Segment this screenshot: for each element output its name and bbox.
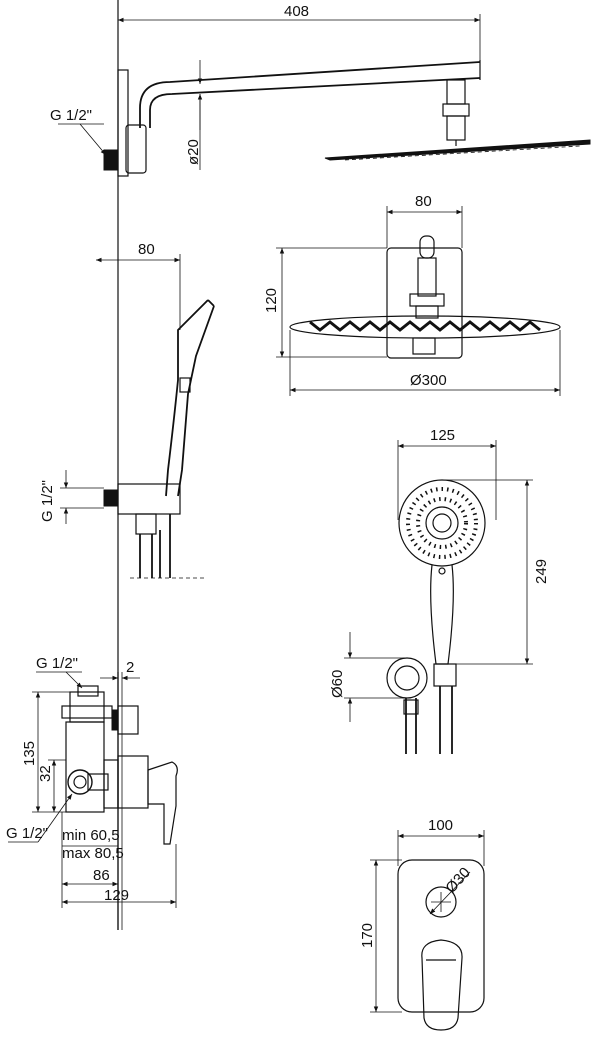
dim-depth-86: 86 — [93, 867, 110, 884]
dim-hand-offset: 80 — [138, 241, 155, 258]
dim-arm-length: 408 — [284, 3, 309, 20]
dim-body-offset: 32 — [37, 765, 54, 782]
shower-head-front-view — [289, 235, 561, 359]
dim-max-depth: max 80,5 — [62, 845, 124, 862]
dim-arm-diameter: ø20 — [185, 139, 202, 165]
label-thread-top: G 1/2" — [50, 107, 92, 124]
mixer-side-view — [61, 672, 178, 930]
dim-hand-length: 249 — [533, 559, 550, 584]
label-mixer-thread-top: G 1/2" — [36, 655, 78, 672]
dim-head-depth-height: 120 — [263, 288, 280, 313]
dim-plate-width: 100 — [428, 817, 453, 834]
mixer-front-plate — [397, 859, 485, 1031]
dim-holder-diameter: Ø60 — [329, 670, 346, 698]
hand-shower-side-view — [103, 299, 215, 579]
dim-plate-height: 170 — [359, 923, 376, 948]
dim-knob-diameter: Ø30 — [442, 864, 474, 896]
dim-head-diameter: Ø300 — [410, 372, 447, 389]
dim-hand-width: 125 — [430, 427, 455, 444]
dim-plate-thickness: 2 — [126, 659, 134, 676]
overhead-shower-side-view — [103, 60, 591, 177]
dim-head-depth-width: 80 — [415, 193, 432, 210]
label-hand-thread: G 1/2" — [39, 480, 56, 522]
dim-body-height: 135 — [21, 741, 38, 766]
hand-shower-front-view — [386, 479, 486, 754]
label-mixer-thread-bottom: G 1/2" — [6, 825, 48, 842]
dim-depth-129: 129 — [104, 887, 129, 904]
dim-min-depth: min 60,5 — [62, 827, 120, 844]
